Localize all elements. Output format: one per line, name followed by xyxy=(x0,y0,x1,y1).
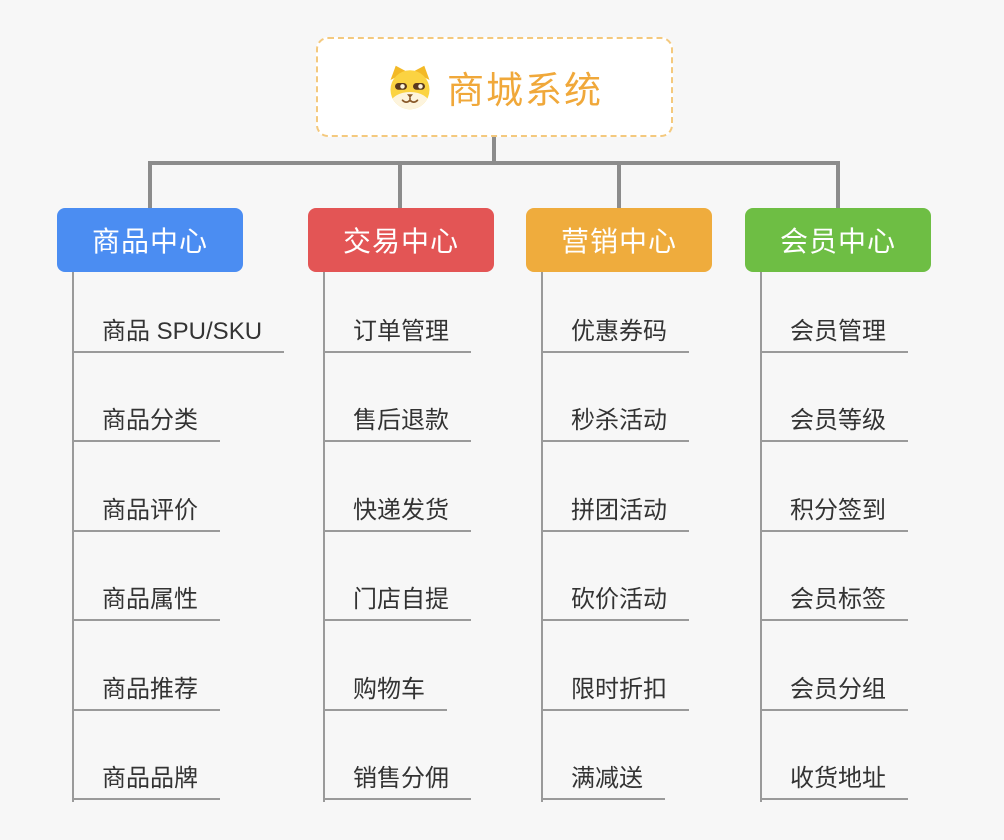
leaf-node[interactable]: 订单管理 xyxy=(323,313,471,353)
leaf-label: 快递发货 xyxy=(353,497,449,524)
leaf-node[interactable]: 商品属性 xyxy=(72,581,220,621)
leaf-label: 订单管理 xyxy=(353,318,449,345)
leaf-node[interactable]: 购物车 xyxy=(323,671,447,711)
branch-node-product-center[interactable]: 商品中心 xyxy=(57,208,243,272)
connector-trunk-3 xyxy=(541,272,543,802)
connector-trunk-2 xyxy=(323,272,325,802)
root-title: 商城系统 xyxy=(447,70,603,111)
connector-branch-drop-2 xyxy=(398,161,402,208)
leaf-label: 商品推荐 xyxy=(102,676,198,703)
leaf-label: 积分签到 xyxy=(790,497,886,524)
leaf-node[interactable]: 商品 SPU/SKU xyxy=(72,313,285,353)
connector-top-rail xyxy=(148,161,839,165)
leaf-label: 砍价活动 xyxy=(571,586,667,613)
leaf-node[interactable]: 售后退款 xyxy=(323,402,471,442)
leaf-node[interactable]: 会员分组 xyxy=(760,671,908,711)
leaf-label: 购物车 xyxy=(353,676,425,703)
leaf-node[interactable]: 拼团活动 xyxy=(541,492,689,532)
root-node[interactable]: 商城系统 xyxy=(316,37,673,137)
leaf-label: 会员标签 xyxy=(790,586,886,613)
connector-trunk-1 xyxy=(72,272,74,802)
leaf-node[interactable]: 商品品牌 xyxy=(72,760,220,800)
leaf-node[interactable]: 砍价活动 xyxy=(541,581,689,621)
leaf-node[interactable]: 限时折扣 xyxy=(541,671,689,711)
connector-root-drop xyxy=(492,136,496,164)
leaf-label: 会员等级 xyxy=(790,407,886,434)
leaf-node[interactable]: 会员等级 xyxy=(760,402,908,442)
connector-branch-drop-3 xyxy=(617,161,621,208)
branch-label: 交易中心 xyxy=(342,226,459,257)
leaf-label: 优惠券码 xyxy=(571,318,667,345)
leaf-label: 拼团活动 xyxy=(571,497,667,524)
leaf-label: 秒杀活动 xyxy=(571,407,667,434)
leaf-label: 限时折扣 xyxy=(571,676,667,703)
leaf-node[interactable]: 收货地址 xyxy=(760,760,908,800)
leaf-node[interactable]: 销售分佣 xyxy=(323,760,471,800)
leaf-node[interactable]: 会员标签 xyxy=(760,581,908,621)
leaf-node[interactable]: 秒杀活动 xyxy=(541,402,689,442)
branch-label: 会员中心 xyxy=(779,226,896,257)
branch-node-marketing-center[interactable]: 营销中心 xyxy=(526,208,712,272)
leaf-label: 会员管理 xyxy=(790,318,886,345)
branch-node-trade-center[interactable]: 交易中心 xyxy=(308,208,494,272)
leaf-node[interactable]: 优惠券码 xyxy=(541,313,689,353)
leaf-node[interactable]: 门店自提 xyxy=(323,581,471,621)
leaf-node[interactable]: 商品推荐 xyxy=(72,671,220,711)
leaf-label: 销售分佣 xyxy=(353,765,449,792)
branch-label: 商品中心 xyxy=(91,226,208,257)
leaf-label: 商品评价 xyxy=(102,497,198,524)
connector-branch-drop-1 xyxy=(148,161,152,208)
leaf-label: 商品 SPU/SKU xyxy=(102,318,263,345)
leaf-node[interactable]: 会员管理 xyxy=(760,313,908,353)
leaf-label: 门店自提 xyxy=(353,586,449,613)
connector-trunk-4 xyxy=(760,272,762,802)
leaf-node[interactable]: 商品评价 xyxy=(72,492,220,532)
leaf-label: 商品属性 xyxy=(102,586,198,613)
leaf-label: 售后退款 xyxy=(353,407,449,434)
branch-node-member-center[interactable]: 会员中心 xyxy=(745,208,931,272)
leaf-label: 满减送 xyxy=(571,765,643,792)
connector-branch-drop-4 xyxy=(836,161,840,208)
leaf-label: 收货地址 xyxy=(790,765,886,792)
leaf-node[interactable]: 商品分类 xyxy=(72,402,220,442)
leaf-node[interactable]: 满减送 xyxy=(541,760,665,800)
leaf-label: 会员分组 xyxy=(790,676,886,703)
leaf-label: 商品分类 xyxy=(102,407,198,434)
leaf-node[interactable]: 快递发货 xyxy=(323,492,471,532)
branch-label: 营销中心 xyxy=(560,226,677,257)
leaf-node[interactable]: 积分签到 xyxy=(760,492,908,532)
leaf-label: 商品品牌 xyxy=(102,765,198,792)
shiba-dog-icon xyxy=(390,65,430,109)
